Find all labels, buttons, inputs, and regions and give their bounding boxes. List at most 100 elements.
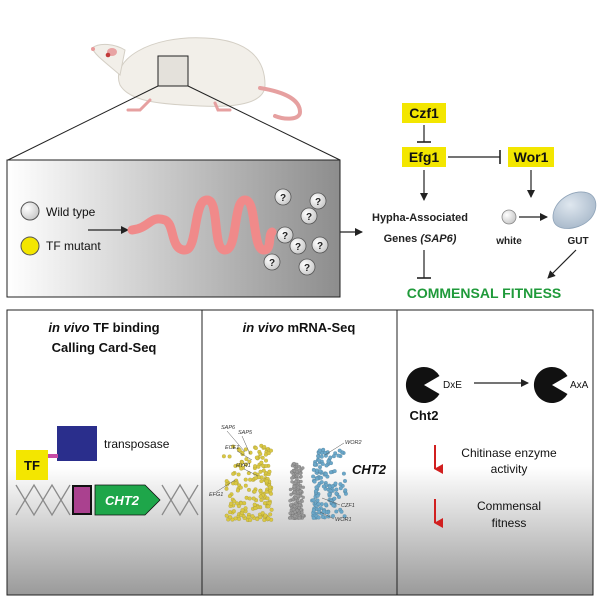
volcano-point — [238, 485, 243, 490]
czf1-label: Czf1 — [409, 105, 439, 121]
volcano-point — [243, 483, 248, 488]
volcano-point — [331, 503, 336, 508]
volcano-point — [311, 498, 316, 503]
volcano-point — [333, 481, 338, 486]
volcano-point — [290, 476, 294, 480]
volcano-point — [260, 511, 265, 516]
effect2-line2: fitness — [492, 516, 527, 530]
volcano-point — [224, 513, 229, 518]
volcano-point — [334, 487, 339, 492]
volcano-point — [313, 489, 318, 494]
cht2-highlight-label: CHT2 — [352, 462, 387, 477]
volcano-point — [258, 515, 263, 520]
question-mark: ? — [269, 258, 275, 269]
volcano-point — [338, 486, 343, 491]
volcano-point — [321, 447, 326, 452]
volcano-point — [259, 497, 264, 503]
question-mark: ? — [282, 231, 288, 242]
transposase-label: transposase — [104, 437, 170, 451]
question-mark: ? — [295, 242, 301, 253]
volcano-point — [342, 478, 348, 484]
cht2-wildtype-icon — [405, 367, 440, 404]
question-mark: ? — [280, 193, 286, 204]
volcano-point — [239, 466, 244, 471]
question-mark: ? — [315, 197, 321, 208]
wor1-label: Wor1 — [514, 149, 549, 165]
hyr1-label: HYR1 — [236, 463, 251, 469]
experiment-panel: Wild type TF mutant ? ? ? ? ? ? ? ? — [6, 159, 341, 298]
mrna-seq-panel: in vivo mRNA-Seq SAP6 SAP5 ECE1 HYR1 EFG… — [209, 320, 387, 523]
volcano-point — [316, 515, 321, 520]
bottom-panels — [6, 309, 594, 596]
volcano-point — [253, 476, 258, 481]
volcano-point — [317, 510, 322, 515]
volcano-point — [295, 462, 299, 467]
volcano-point — [314, 485, 319, 490]
volcano-point — [320, 514, 326, 520]
wild-type-label: Wild type — [46, 205, 96, 219]
cht2-gene-label: CHT2 — [105, 493, 140, 508]
wor1-box — [508, 147, 554, 167]
volcano-point — [328, 455, 333, 460]
effect1-line2: activity — [491, 462, 528, 476]
volcano-point — [255, 517, 260, 522]
ece1-label: ECE1 — [225, 445, 239, 451]
volcano-point — [292, 504, 297, 509]
volcano-point — [330, 513, 336, 519]
volcano-point — [267, 485, 272, 490]
volcano-point — [315, 498, 320, 503]
volcano-point — [297, 503, 302, 507]
volcano-point — [236, 472, 241, 477]
volcano-point — [252, 502, 257, 507]
dna-helix — [15, 483, 199, 517]
volcano-point — [295, 473, 300, 477]
volcano-point — [328, 470, 333, 475]
volcano-point — [233, 463, 238, 469]
volcano-point — [233, 481, 238, 486]
calling-card-title-line2: Calling Card-Seq — [52, 340, 157, 355]
volcano-point — [301, 513, 305, 518]
volcano-point — [235, 488, 240, 493]
volcano-point — [260, 455, 265, 460]
volcano-point — [246, 515, 251, 520]
volcano-point — [341, 471, 346, 476]
cht2-panel: DxE AxA Cht2 Chitinase enzyme activity C… — [405, 367, 589, 530]
volcano-point — [231, 509, 236, 514]
volcano-point — [244, 457, 249, 462]
volcano-point — [267, 501, 272, 506]
tf-box — [16, 450, 48, 480]
volcano-point — [315, 493, 320, 498]
transposon-icon — [74, 487, 90, 513]
volcano-point — [290, 479, 294, 484]
volcano-point — [342, 514, 347, 519]
hypha-genes-prefix: Genes — [384, 233, 421, 245]
volcano-point — [334, 491, 339, 496]
volcano-point — [221, 454, 226, 459]
volcano-point — [248, 517, 253, 523]
gut-illustration — [127, 195, 277, 255]
volcano-point — [246, 487, 252, 492]
sap6-gene: (SAP6) — [420, 233, 456, 245]
volcano-point — [232, 499, 237, 504]
volcano-point — [265, 496, 270, 501]
tf-mutant-label: TF mutant — [46, 239, 101, 253]
question-mark: ? — [317, 241, 323, 252]
efg1-box — [402, 147, 446, 167]
volcano-point — [258, 488, 263, 493]
volcano-point — [258, 451, 263, 457]
volcano-point — [343, 488, 348, 493]
volcano-point — [237, 462, 242, 467]
cht2-gene-arrow — [94, 484, 161, 516]
wor2-label: WOR2 — [345, 440, 362, 446]
volcano-point — [288, 499, 292, 503]
volcano-point — [224, 479, 229, 484]
volcano-point — [243, 477, 248, 482]
volcano-point — [311, 508, 316, 513]
volcano-point — [231, 471, 236, 476]
effect2-line1: Commensal — [477, 499, 541, 513]
volcano-point — [331, 454, 336, 459]
volcano-point — [248, 477, 253, 482]
effect1-line1: Chitinase enzyme — [461, 446, 557, 460]
volcano-point — [292, 490, 297, 494]
